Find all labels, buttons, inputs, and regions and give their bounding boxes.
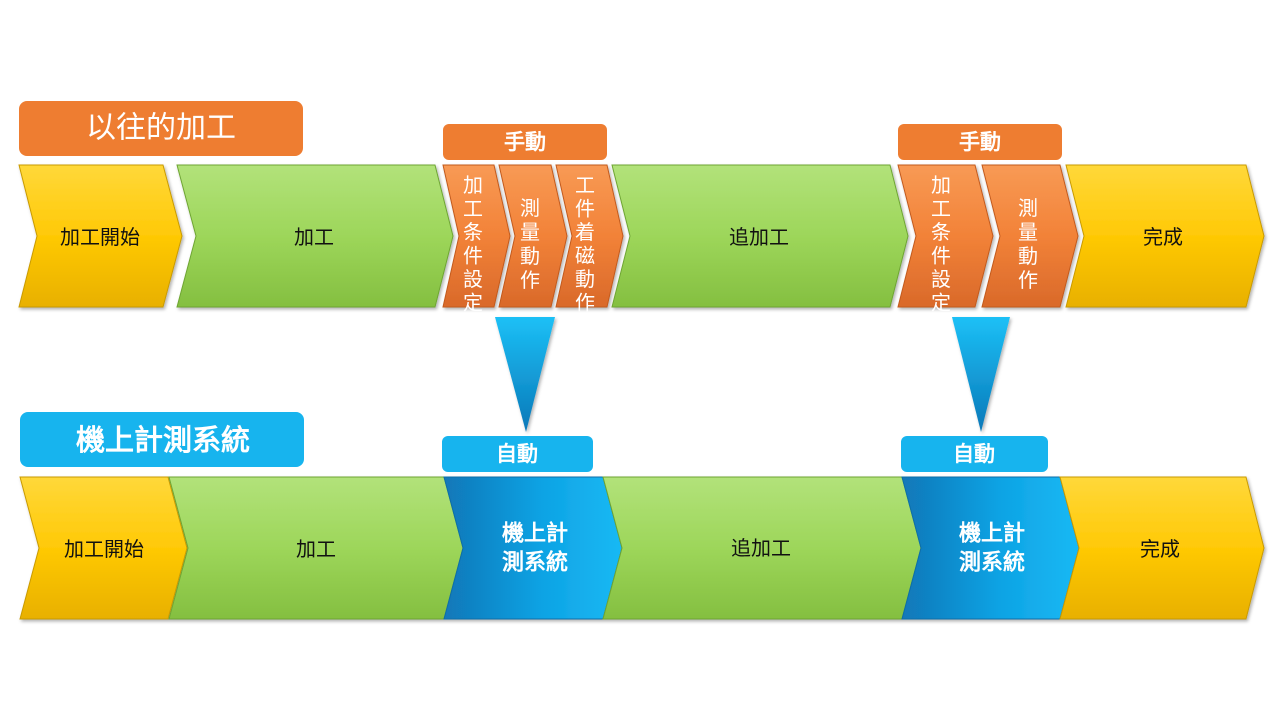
auto-label-1-text: 自動 [496, 442, 538, 466]
bottom-step-system1-line1: 機上計 [502, 521, 568, 547]
top-step-start [18, 164, 183, 308]
bottom-step-done [1059, 476, 1265, 620]
auto-label-2: 自動 [901, 436, 1048, 472]
manual-label-1: 手動 [443, 124, 607, 160]
top-step-cond2 [897, 164, 994, 308]
top-title: 以往的加工 [86, 111, 236, 146]
top-step-measure2-label: 測量動作 [1018, 196, 1038, 292]
bottom-step-system2-line2: 測系統 [959, 550, 1025, 576]
top-step-measure1-label: 測量動作 [520, 196, 540, 292]
top-step-measure2 [981, 164, 1079, 308]
top-step-cond1 [442, 164, 511, 308]
top-step-start-label: 加工開始 [60, 225, 140, 249]
top-step-additional [611, 164, 909, 308]
bottom-step-done-label: 完成 [1140, 537, 1180, 561]
top-step-workpiece [555, 164, 624, 308]
top-step-machining [176, 164, 454, 308]
top-step-done [1065, 164, 1265, 308]
manual-label-1-text: 手動 [504, 130, 546, 154]
bottom-step-additional-label: 追加工 [731, 536, 791, 560]
top-step-workpiece-label: 工件着磁動作 [575, 173, 595, 315]
manual-label-2: 手動 [898, 124, 1062, 160]
auto-label-2-text: 自動 [953, 442, 995, 466]
bottom-step-system2-line1: 機上計 [959, 521, 1025, 547]
top-step-measure1 [498, 164, 568, 308]
top-title-box: 以往的加工 [19, 101, 303, 156]
top-step-done-label: 完成 [1143, 225, 1183, 249]
top-step-machining-label: 加工 [294, 225, 334, 249]
bottom-step-start [19, 476, 188, 620]
bottom-step-system1-line2: 測系統 [502, 550, 568, 576]
top-step-cond2-label: 加工条件設定 [931, 173, 951, 315]
bottom-step-start-label: 加工開始 [64, 537, 144, 561]
top-step-cond1-label: 加工条件設定 [463, 173, 483, 315]
bottom-title-box: 機上計測系統 [20, 412, 304, 467]
bottom-title: 機上計測系統 [76, 423, 250, 457]
bottom-step-machining-label: 加工 [296, 537, 336, 561]
bottom-step-system2 [901, 476, 1080, 620]
down-arrow-1 [495, 317, 555, 432]
bottom-step-system1 [443, 476, 623, 620]
auto-label-1: 自動 [442, 436, 593, 472]
top-step-additional-label: 追加工 [729, 225, 789, 249]
down-arrow-2 [952, 317, 1010, 432]
manual-label-2-text: 手動 [959, 130, 1001, 154]
